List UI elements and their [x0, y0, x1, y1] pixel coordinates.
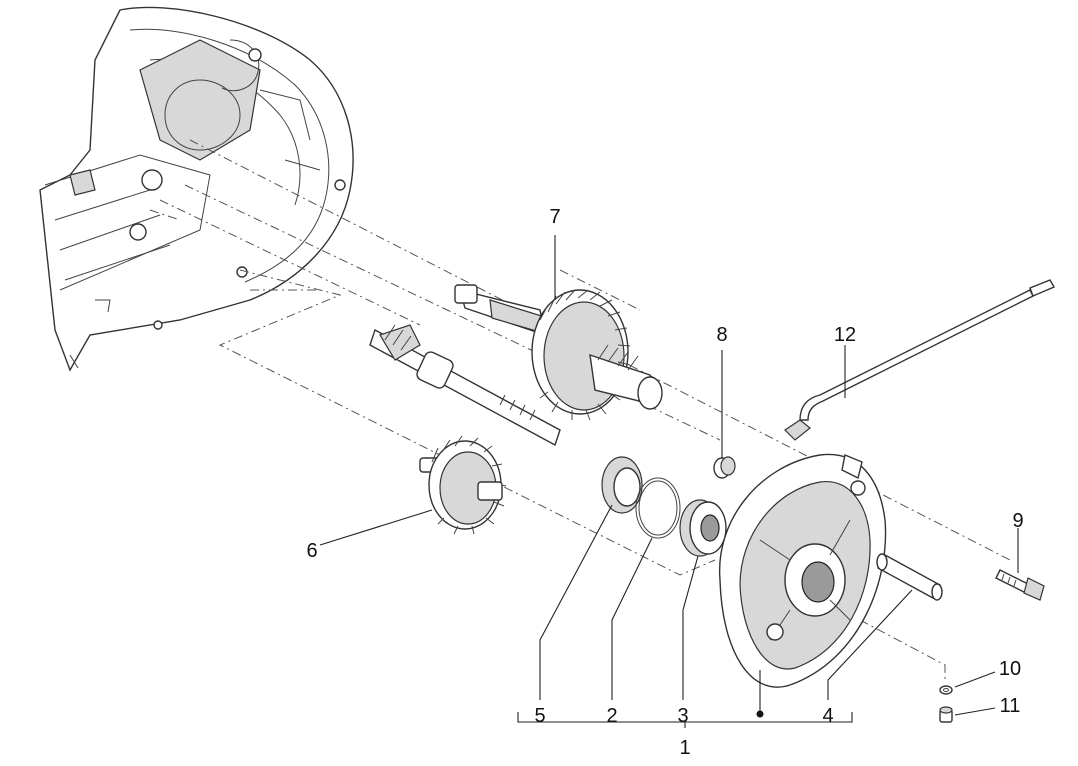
callout-1: 1	[679, 737, 690, 759]
transmission-cover	[39, 6, 354, 372]
leader-lines	[319, 235, 1019, 728]
callout-labels: 1 2 3 4 5 6 7 8 9 10 11 12	[306, 206, 1023, 759]
part-6-gear	[419, 435, 507, 535]
part-11-screw	[939, 706, 953, 723]
part-7-gear-shaft	[454, 284, 663, 421]
callout-10: 10	[999, 658, 1021, 680]
callout-5: 5	[534, 705, 545, 727]
part-10-washer	[939, 685, 953, 695]
callout-6: 6	[306, 540, 317, 562]
callout-4: 4	[822, 705, 833, 727]
part-3-bearing	[679, 499, 727, 557]
callout-12: 12	[834, 324, 856, 346]
callout-8: 8	[716, 324, 727, 346]
part-9-bolt	[995, 569, 1045, 601]
callout-3: 3	[677, 705, 688, 727]
part-2-circlip	[635, 477, 681, 539]
callout-9: 9	[1012, 510, 1023, 532]
part-5-seal	[601, 456, 643, 514]
part-4-pin	[876, 553, 943, 601]
callout-11: 11	[1000, 695, 1021, 717]
drive-shaft	[369, 324, 561, 447]
part-12-tube	[784, 279, 1055, 441]
callout-7: 7	[549, 206, 560, 228]
callout-2: 2	[606, 705, 617, 727]
part-8-bushing	[713, 456, 736, 479]
part-1-housing-cover	[718, 453, 887, 688]
